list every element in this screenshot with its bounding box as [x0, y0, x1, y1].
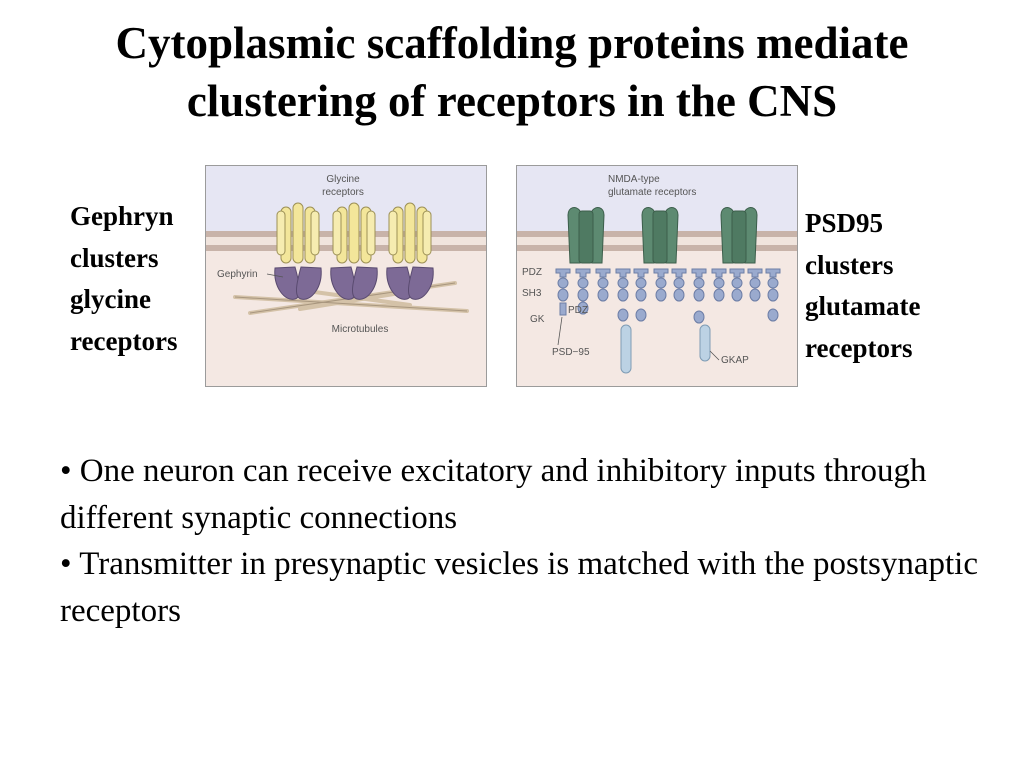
title-line-2: clustering of receptors in the CNS: [186, 76, 838, 126]
left-caption-line: receptors: [70, 325, 178, 356]
title-line-1: Cytoplasmic scaffolding proteins mediate: [115, 18, 909, 68]
bullet-item: • One neuron can receive excitatory and …: [60, 453, 927, 536]
gephyrin-protein: [330, 266, 356, 300]
left-caption-line: glycine: [70, 284, 151, 314]
psd95-stack: [653, 268, 669, 302]
nmda-receptor-2: [641, 207, 679, 264]
nmda-receptor-label: glutamate receptors: [608, 187, 696, 198]
gkap-proteins: [620, 324, 711, 374]
gephyrin-label: Gephyrin: [217, 269, 258, 280]
right-caption-line: glutamate: [805, 291, 921, 321]
right-caption-line: clusters: [805, 249, 894, 280]
slide-title: Cytoplasmic scaffolding proteins mediate…: [0, 14, 1024, 130]
nmda-receptor-3: [720, 207, 758, 264]
bullet-list: • One neuron can receive excitatory and …: [60, 448, 990, 634]
psd95-stack: [615, 268, 631, 322]
pdz-inner-label: PDZ: [568, 305, 588, 316]
right-caption: PSD95 clusters glutamate receptors: [805, 203, 920, 369]
gkap-leader-line: [709, 350, 720, 361]
nmda-receptor-1: [567, 207, 605, 264]
psd95-stack: [729, 268, 745, 302]
gkap-protein: [620, 324, 632, 374]
nmda-receptors: [567, 207, 758, 264]
left-caption-line: Gephryn: [70, 201, 174, 231]
glycine-receptor-1: [274, 202, 322, 300]
psd95-label: PSD−95: [552, 347, 590, 358]
psd95-stack: [691, 268, 707, 324]
glycine-receptor-2: [330, 202, 378, 300]
psd95-stack: [747, 268, 763, 302]
receptor-cluster: [274, 202, 434, 300]
glycine-receptor-3: [386, 202, 434, 300]
gephyrin-protein: [352, 266, 378, 300]
psd95-stack: [555, 268, 571, 316]
bullet-item: • Transmitter in presynaptic vesicles is…: [60, 546, 978, 629]
psd95-stack: [595, 268, 611, 302]
psd95-stack: [575, 268, 591, 315]
psd95-stack: [711, 268, 727, 302]
psd95-proteins: [555, 268, 781, 324]
glycine-receptor-label: receptors: [322, 187, 364, 198]
gephyrin-protein: [274, 266, 300, 300]
glycine-receptor-diagram: Glycine receptors: [205, 165, 487, 387]
gkap-protein: [699, 324, 711, 362]
gk-label: GK: [530, 314, 545, 325]
left-caption: Gephryn clusters glycine receptors: [70, 196, 177, 362]
glycine-receptor-label: Glycine: [326, 174, 360, 185]
gephyrin-protein: [386, 266, 412, 300]
psd95-stack: [671, 268, 687, 302]
microtubules-label: Microtubules: [332, 324, 389, 335]
sh3-label: SH3: [522, 288, 542, 299]
right-caption-line: PSD95: [805, 208, 884, 238]
psd95-stack: [633, 268, 649, 322]
gephyrin-protein: [408, 266, 434, 300]
nmda-receptor-label: NMDA-type: [608, 174, 660, 185]
gephyrin-protein: [296, 266, 322, 300]
gkap-label: GKAP: [721, 355, 749, 366]
psd95-stack: [765, 268, 781, 322]
psd95-leader-line: [557, 316, 563, 346]
right-caption-line: receptors: [805, 332, 913, 363]
pdz-label: PDZ: [522, 267, 542, 278]
nmda-receptor-diagram: NMDA-type glutamate receptors: [516, 165, 798, 387]
left-caption-line: clusters: [70, 242, 159, 273]
gephyrin-leader-line: [266, 273, 284, 278]
